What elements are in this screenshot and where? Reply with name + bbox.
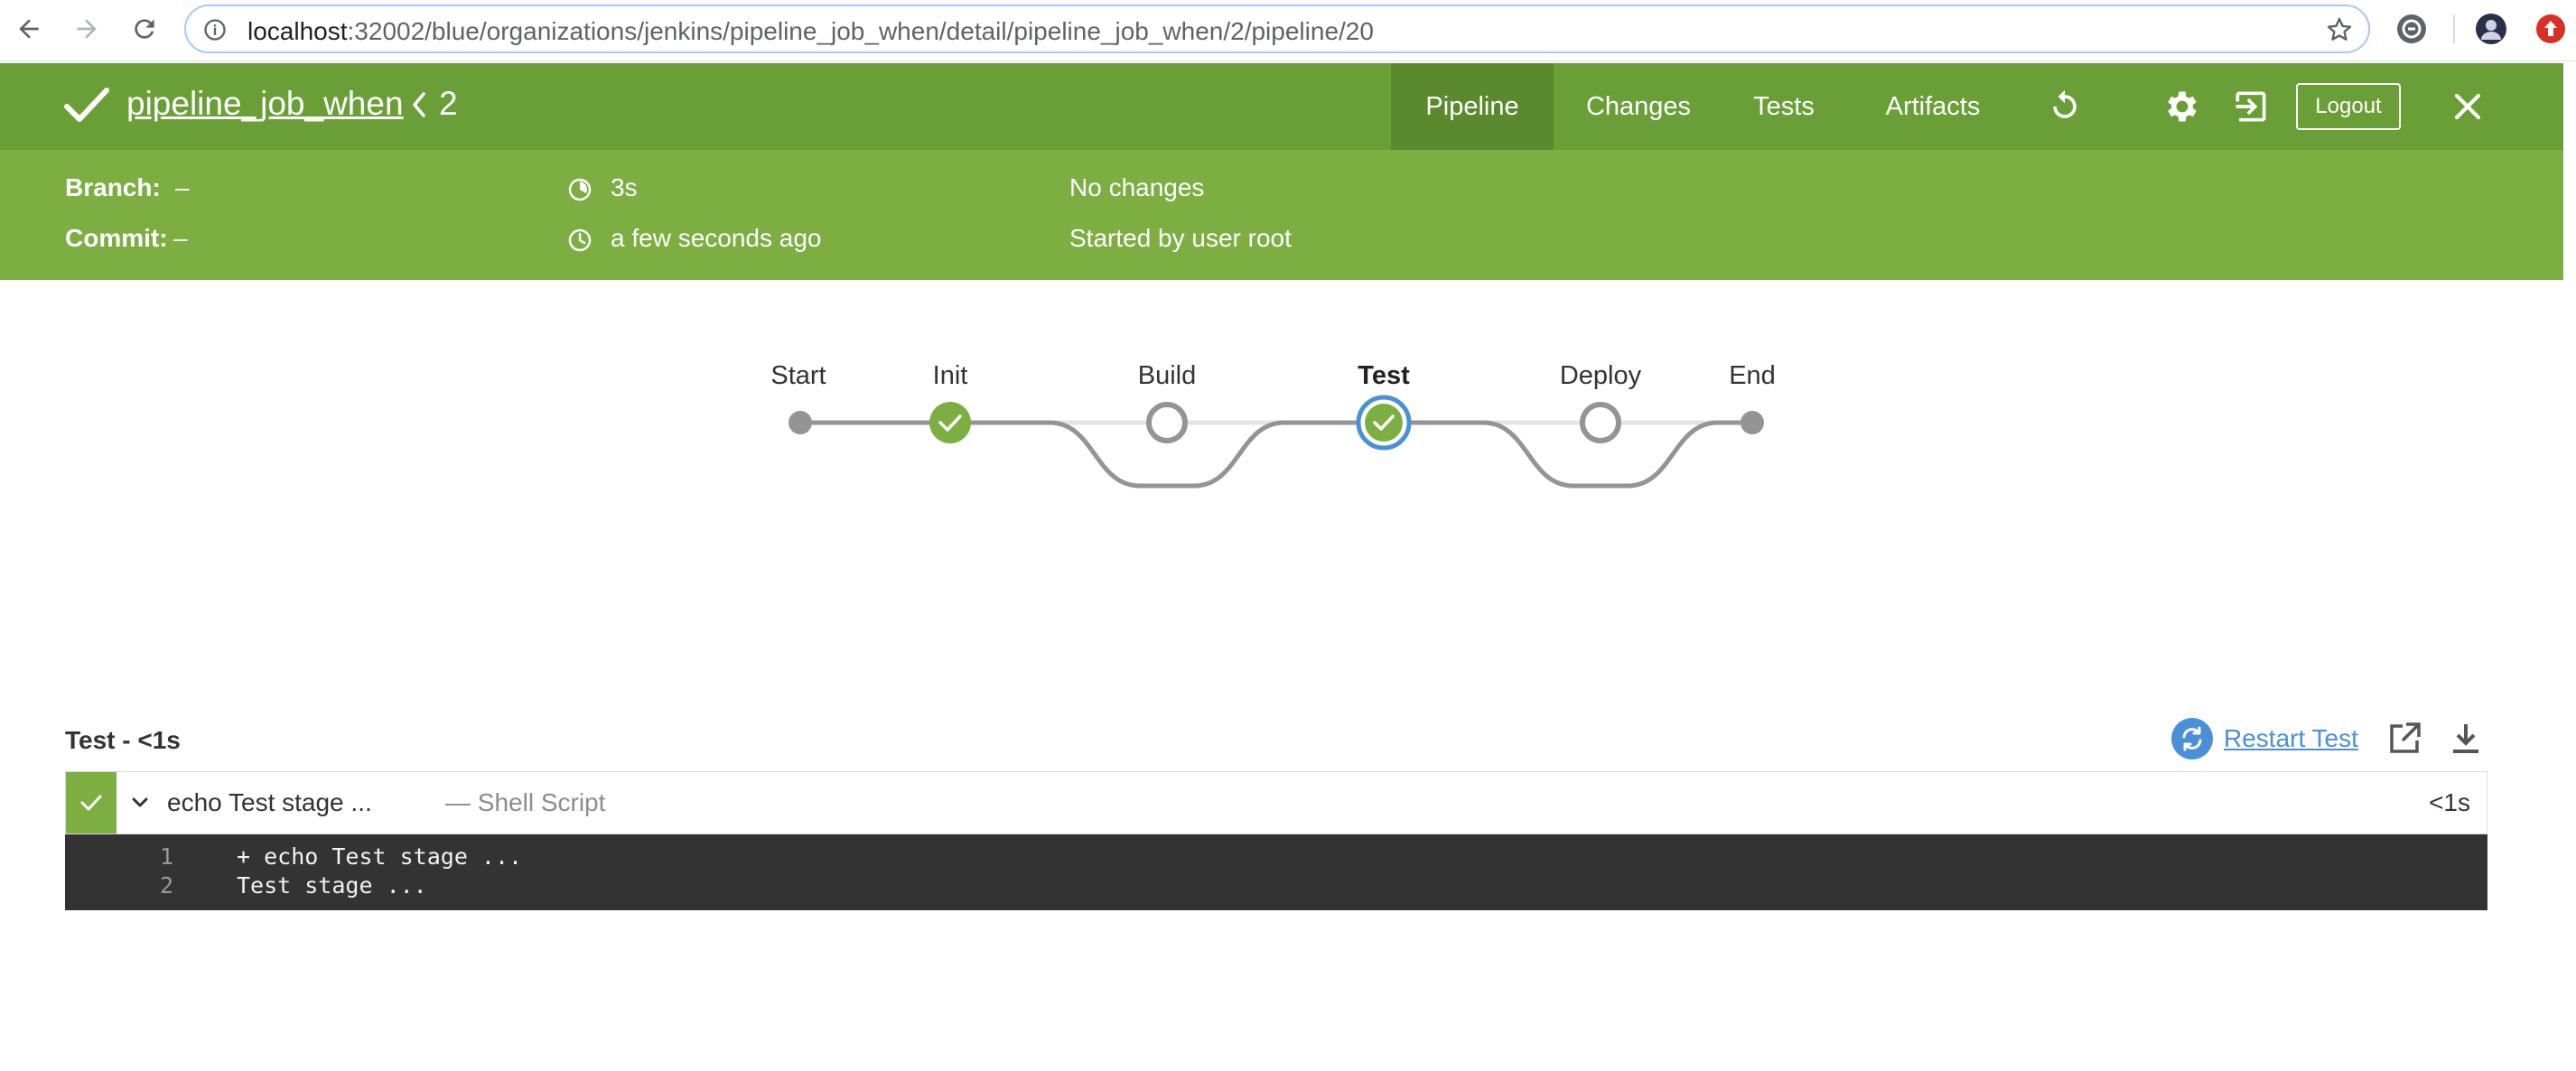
step-status bbox=[66, 772, 117, 834]
close-button[interactable] bbox=[2448, 87, 2487, 126]
restart-icon[interactable] bbox=[2171, 718, 2213, 759]
forward-button[interactable] bbox=[69, 11, 105, 47]
replay-button[interactable] bbox=[2045, 87, 2085, 126]
address-bar[interactable]: localhost:32002/blue/organizations/jenki… bbox=[184, 5, 2370, 53]
changes-value: No changes bbox=[1069, 173, 1205, 201]
logout-button[interactable]: Logout bbox=[2296, 83, 2401, 130]
log-line: 2 Test stage ... bbox=[65, 872, 2487, 901]
step-panel-title: Test - <1s bbox=[65, 726, 181, 754]
url-host: localhost bbox=[247, 17, 348, 45]
stage-label-test[interactable]: Test bbox=[1358, 361, 1410, 390]
reload-icon bbox=[135, 19, 154, 39]
bypass-deploy bbox=[1384, 420, 1754, 489]
reload-button[interactable] bbox=[126, 11, 163, 47]
commit-value: – bbox=[173, 224, 188, 252]
update-alert-icon[interactable] bbox=[2534, 13, 2567, 45]
log-line-text: Test stage ... bbox=[237, 872, 427, 899]
chevron-left-icon[interactable] bbox=[410, 90, 428, 119]
tab-changes[interactable]: Changes bbox=[1585, 91, 1692, 121]
stage-node-deploy[interactable] bbox=[1580, 402, 1621, 443]
branch-label: Branch: bbox=[65, 173, 161, 201]
stage-node-test[interactable] bbox=[1356, 395, 1412, 451]
close-icon bbox=[2454, 93, 2481, 120]
pipeline-graph-svg bbox=[789, 395, 1764, 489]
bookmark-star-icon[interactable] bbox=[2325, 15, 2354, 44]
cause-value: Started by user root bbox=[1069, 224, 1292, 252]
stage-label-init[interactable]: Init bbox=[932, 361, 968, 390]
duration-value: 3s bbox=[611, 173, 638, 201]
toolbar-divider bbox=[2453, 14, 2455, 43]
log-line-number[interactable]: 1 bbox=[159, 843, 173, 870]
browser-toolbar: localhost:32002/blue/organizations/jenki… bbox=[0, 0, 2576, 61]
step-type: — Shell Script bbox=[445, 788, 606, 816]
run-number: 2 bbox=[439, 85, 458, 122]
run-meta: Branch: – Commit: – 3s a few seconds ago… bbox=[0, 150, 2563, 280]
tab-pipeline[interactable]: Pipeline bbox=[1391, 63, 1554, 150]
success-check-icon bbox=[64, 88, 109, 122]
profile-avatar-icon[interactable] bbox=[2475, 13, 2507, 45]
chevron-down-icon[interactable] bbox=[129, 792, 151, 814]
stage-node-end bbox=[1741, 411, 1764, 434]
stage-node-init[interactable] bbox=[929, 402, 971, 443]
restart-stage-link[interactable]: Restart Test bbox=[2224, 724, 2358, 752]
url-text: localhost:32002/blue/organizations/jenki… bbox=[247, 17, 1374, 46]
clock-icon bbox=[568, 228, 592, 252]
tab-tests[interactable]: Tests bbox=[1753, 91, 1815, 121]
back-button[interactable] bbox=[11, 11, 47, 47]
log-line-text: + echo Test stage ... bbox=[237, 843, 523, 870]
commit-label: Commit: bbox=[65, 224, 168, 252]
open-classic-button[interactable] bbox=[2231, 87, 2271, 126]
step-duration: <1s bbox=[2429, 788, 2470, 816]
open-external-icon[interactable] bbox=[2386, 721, 2422, 757]
stage-node-build[interactable] bbox=[1146, 402, 1188, 443]
step-name: echo Test stage ... bbox=[167, 788, 372, 816]
step-row[interactable]: echo Test stage ... — Shell Script <1s bbox=[65, 771, 2487, 834]
stage-label-build[interactable]: Build bbox=[1137, 361, 1197, 390]
arrow-right-icon bbox=[77, 19, 97, 39]
arrow-left-icon bbox=[19, 19, 39, 39]
download-icon[interactable] bbox=[2448, 721, 2484, 757]
url-path: :32002/blue/organizations/jenkins/pipeli… bbox=[347, 17, 1374, 45]
stage-label-start: Start bbox=[770, 361, 826, 390]
duration-icon bbox=[568, 178, 592, 201]
branch-value: – bbox=[175, 173, 190, 201]
info-icon bbox=[204, 19, 226, 41]
exit-icon bbox=[2235, 91, 2266, 122]
tab-artifacts[interactable]: Artifacts bbox=[1885, 91, 1981, 121]
success-check-icon bbox=[80, 795, 102, 811]
run-header: pipeline_job_when 2 Pipeline Changes Tes… bbox=[0, 63, 2563, 150]
settings-button[interactable] bbox=[2162, 87, 2202, 126]
started-value: a few seconds ago bbox=[611, 224, 822, 252]
log-line-number[interactable]: 2 bbox=[159, 872, 173, 899]
stage-label-end: End bbox=[1729, 361, 1776, 390]
pipeline-graph: Start Init Build Test Deploy End bbox=[0, 343, 2576, 524]
job-name-link[interactable]: pipeline_job_when bbox=[126, 85, 404, 122]
stage-label-deploy[interactable]: Deploy bbox=[1559, 361, 1642, 390]
log-output: 1 + echo Test stage ... 2 Test stage ... bbox=[65, 834, 2487, 910]
log-line: 1 + echo Test stage ... bbox=[65, 843, 2487, 872]
gear-icon bbox=[2168, 91, 2197, 122]
stage-node-start bbox=[789, 411, 812, 434]
extension-icon[interactable] bbox=[2395, 13, 2428, 45]
replay-icon bbox=[2053, 89, 2077, 118]
bypass-build bbox=[950, 420, 1384, 489]
